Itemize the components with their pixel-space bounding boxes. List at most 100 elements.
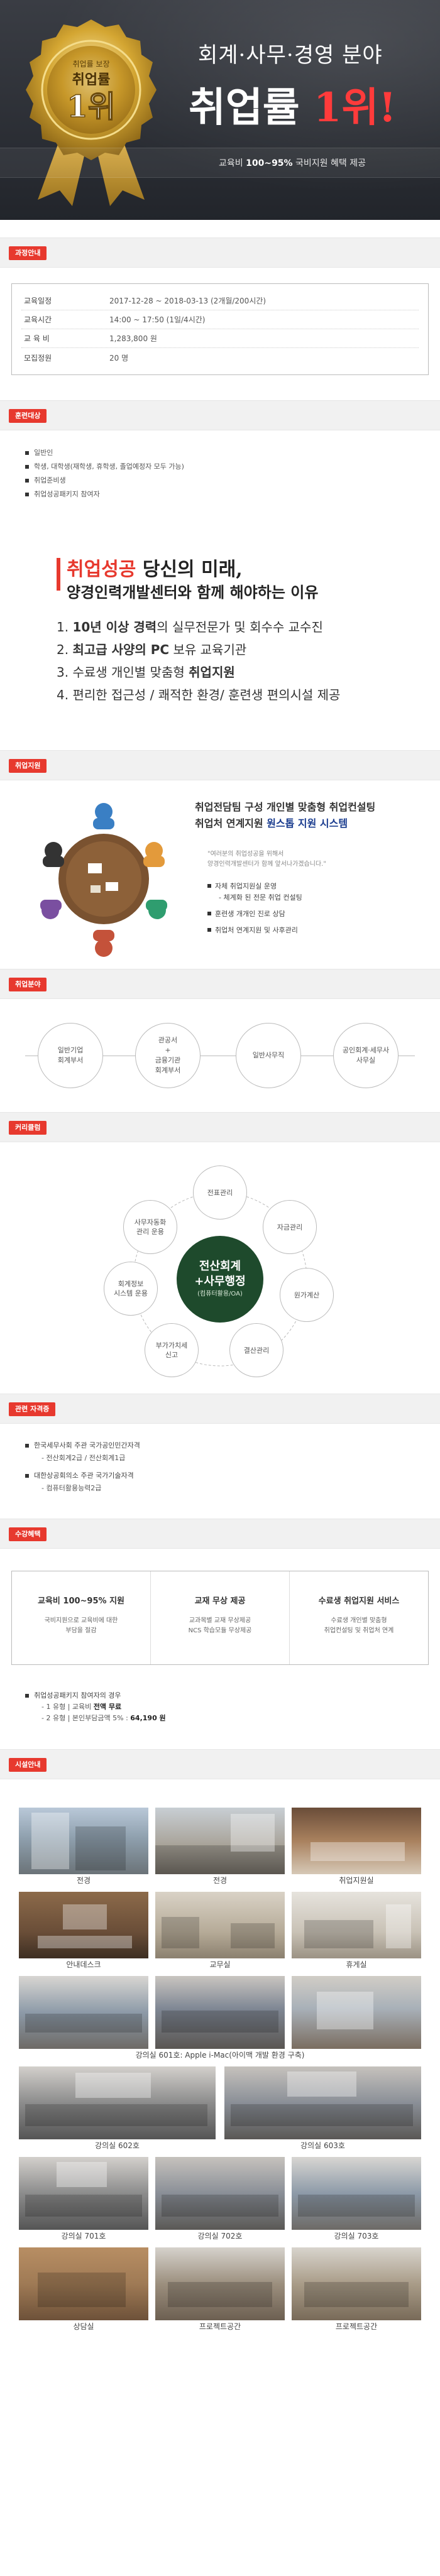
reasons-block: 취업성공 당신의 미래, 양경인력개발센터와 함께 해야하는 이유 1. 10년…	[0, 520, 440, 750]
benefit-desc: 국비지원으로 교육비에 대한	[44, 1617, 118, 1624]
curriculum-node: 회계정보 시스템 운용	[104, 1262, 158, 1316]
support-title: 취업전담팀 구성 개인별 맞춤형 취업컨설팅 취업처 연계지원 원스톱 지원 시…	[195, 799, 375, 832]
section-certs: 관련 자격증 한국세무사회 주관 국가공인민간자격 - 전산회계2급 / 전산회…	[0, 1394, 440, 1519]
note-sub1-b: 전액 무료	[93, 1703, 122, 1711]
photo-caption: 강의실 701호	[61, 2232, 106, 2240]
row-key: 교 육 비	[24, 334, 50, 343]
item-num: 3.	[57, 665, 73, 680]
section-header: 취업분야	[0, 969, 440, 999]
facility-photo	[19, 1892, 148, 1958]
hero-title-line1: 회계·사무·경영 분야	[198, 43, 383, 68]
center-line1: 전산회계	[199, 1260, 241, 1273]
note-sub2: - 2 유형 | 본인부담금액 5% : 64,190 원	[25, 1713, 440, 1724]
field-circle: 일반기업 회계부서	[38, 1023, 103, 1088]
gallery-item: 전경	[19, 1808, 148, 1888]
field-circle: 일반사무직	[236, 1023, 301, 1088]
photo-caption: 전경	[212, 1876, 228, 1885]
item-text: 보유 교육기관	[169, 642, 247, 657]
section-support: 취업지원 취업전담팀 구성 개인별 맞춤형 취업컨설팅 취업처 연계지원 원스톱…	[0, 750, 440, 969]
photo-caption: 휴게실	[346, 1960, 367, 1969]
center-line2: +사무행정	[194, 1275, 246, 1288]
item-text: 자체 취업지원실 운영	[215, 882, 277, 890]
benefit-desc: 부담을 절감	[65, 1627, 97, 1634]
list-item: 1. 10년 이상 경력의 실무전문가 및 회수수 교수진	[57, 616, 440, 638]
facility-photo	[155, 1976, 285, 2049]
item-num: 2.	[57, 642, 73, 657]
field-circle: 관공서 + 금융기관 회계부서	[135, 1023, 201, 1088]
gallery-row: 안내데스크 교무실 휴게실	[19, 1892, 421, 1972]
section-header: 커리큘럼	[0, 1112, 440, 1142]
list-item: 취업준비생	[25, 474, 440, 488]
item-text: 의 실무전문가 및 회수수 교수진	[157, 619, 323, 635]
cert-item: 대한상공회의소 주관 국가기술자격	[25, 1470, 440, 1482]
note-sub2-a: - 2 유형 | 본인부담금액 5% :	[41, 1714, 131, 1722]
facility-photo	[19, 2247, 148, 2320]
cert-sub: - 컴퓨터활용능력2급	[41, 1484, 102, 1492]
photo-caption: 강의실 602호	[95, 2141, 140, 2150]
medal-num: 1위	[67, 89, 116, 124]
item-text: 편리한 접근성 / 쾌적한 환경/ 훈련생 편의시설 제공	[72, 687, 341, 702]
item-bold: 10년 이상 경력	[72, 619, 157, 635]
quote-line: "여러분의 취업성공을 위해서	[207, 851, 284, 858]
section-badge-curriculum: 커리큘럼	[9, 1121, 47, 1135]
gallery-row: 전경 전경 취업지원실	[19, 1808, 421, 1888]
row-key: 교육일정	[24, 297, 52, 305]
photo-caption: 취업지원실	[339, 1876, 374, 1885]
benefit-desc: 수료생 개인별 맞춤형	[331, 1617, 387, 1624]
medal-line2: 취업률	[72, 72, 111, 88]
gallery-row: 강의실 701호 강의실 702호 강의실 703호	[19, 2157, 421, 2244]
row-value: 20 명	[109, 353, 129, 363]
hero-sub-b: 100~95%	[246, 158, 293, 168]
hero-sub-a: 교육비	[219, 158, 246, 168]
reasons-title: 취업성공 당신의 미래,	[57, 558, 440, 582]
item-num: 4.	[57, 687, 73, 702]
photo-caption: 강의실 702호	[197, 2232, 243, 2240]
photo-caption: 강의실 601호: Apple i-Mac(아이맥 개발 환경 구축)	[135, 2051, 305, 2060]
section-badge-facility: 시설안내	[9, 1758, 47, 1772]
reasons-title-rest: 당신의 미래,	[136, 559, 243, 581]
item-text: 수료생 개인별 맞춤형	[72, 665, 189, 680]
section-badge-certs: 관련 자격증	[9, 1402, 56, 1416]
reasons-subtitle: 양경인력개발센터와 함께 해야하는 이유	[67, 583, 319, 601]
section-badge-support: 취업지원	[9, 759, 47, 773]
cert-sub: - 전산회계2급 / 전산회계1급	[41, 1454, 126, 1462]
support-title2-b: 원스톱 지원 시스템	[267, 817, 348, 829]
gallery-item: 취업지원실	[292, 1808, 421, 1888]
photo-caption: 프로젝트공간	[199, 2322, 241, 2331]
facility-photo	[224, 2066, 421, 2139]
list-item: 취업성공패키지 참여자	[25, 488, 440, 501]
list-item: 훈련생 개개인 진로 상담	[207, 909, 302, 920]
facility-gallery: 전경 전경 취업지원실 안내데스크 교무실 휴게실 강의실 601호: Appl…	[0, 1779, 440, 2334]
meeting-table-illustration	[40, 803, 167, 957]
facility-photo	[19, 2157, 148, 2230]
list-item: 일반인	[25, 446, 440, 460]
gallery-row: 강의실 602호 강의실 603호	[19, 2066, 421, 2153]
section-header: 훈련대상	[0, 400, 440, 430]
gallery-item: 프로젝트공간	[155, 2247, 285, 2334]
item-num: 1.	[57, 619, 73, 635]
note-sub1-a: - 1 유형 | 교육비	[41, 1703, 94, 1711]
medal-line1: 취업률 보장	[72, 60, 109, 68]
benefit-desc: 취업컨설팅 및 취업처 연계	[324, 1627, 394, 1634]
photo-caption: 전경	[76, 1876, 91, 1885]
list-item: 자체 취업지원실 운영 - 체계화 된 전문 취업 컨설팅	[207, 881, 302, 903]
facility-photo	[19, 1808, 148, 1874]
gallery-item: 교무실	[155, 1892, 285, 1972]
support-block: 취업전담팀 구성 개인별 맞춤형 취업컨설팅 취업처 연계지원 원스톱 지원 시…	[0, 780, 440, 969]
support-title-line2: 취업처 연계지원 원스톱 지원 시스템	[195, 816, 375, 832]
gallery-item: 상담실	[19, 2247, 148, 2334]
list-item: 2. 최고급 사양의 PC 보유 교육기관	[57, 638, 440, 661]
field-circle: 공인회계·세무사 사무실	[333, 1023, 399, 1088]
item-subtext: - 체계화 된 전문 취업 컨설팅	[219, 893, 302, 902]
gallery-item: 프로젝트공간	[292, 2247, 421, 2334]
curriculum-node: 사무자동화 관리 운용	[123, 1200, 177, 1254]
section-badge-fields: 취업분야	[9, 978, 47, 991]
